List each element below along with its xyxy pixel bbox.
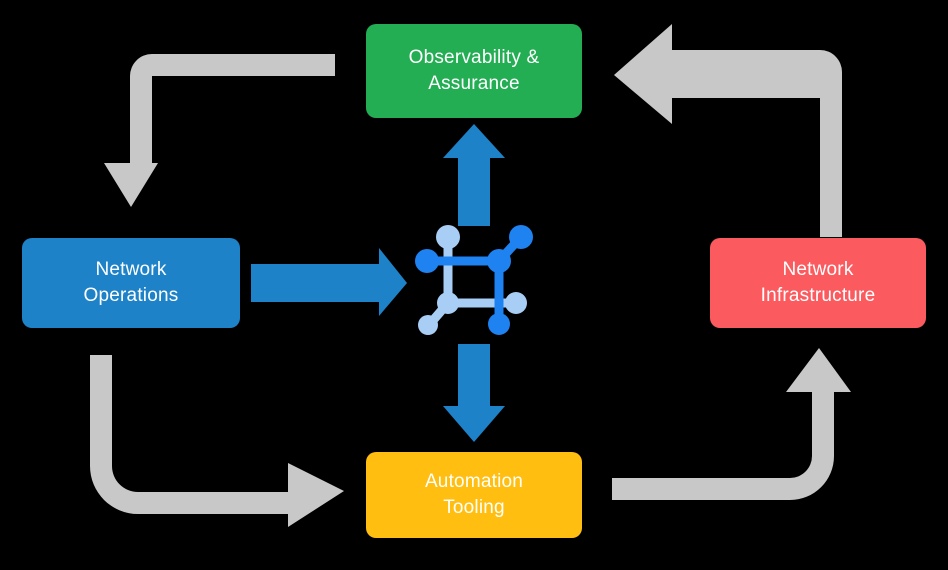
arrow-observability-to-operations [104,54,335,207]
box-automation-tooling[interactable]: Automation Tooling [366,452,582,538]
box-network-infrastructure[interactable]: Network Infrastructure [710,238,926,328]
arrow-center-to-observability [443,124,505,226]
arrow-operations-to-automation [90,355,344,527]
box-observability-assurance[interactable]: Observability & Assurance [366,24,582,118]
arrow-infrastructure-to-observability [614,24,842,237]
topology-nodes-primary [415,225,533,335]
arrow-center-to-automation [443,344,505,442]
arrow-operations-to-center [251,248,407,316]
box-network-operations[interactable]: Network Operations [22,238,240,328]
topology-nodes-secondary [418,225,527,335]
arrow-automation-to-infrastructure [612,348,851,500]
network-topology-icon [415,225,533,335]
